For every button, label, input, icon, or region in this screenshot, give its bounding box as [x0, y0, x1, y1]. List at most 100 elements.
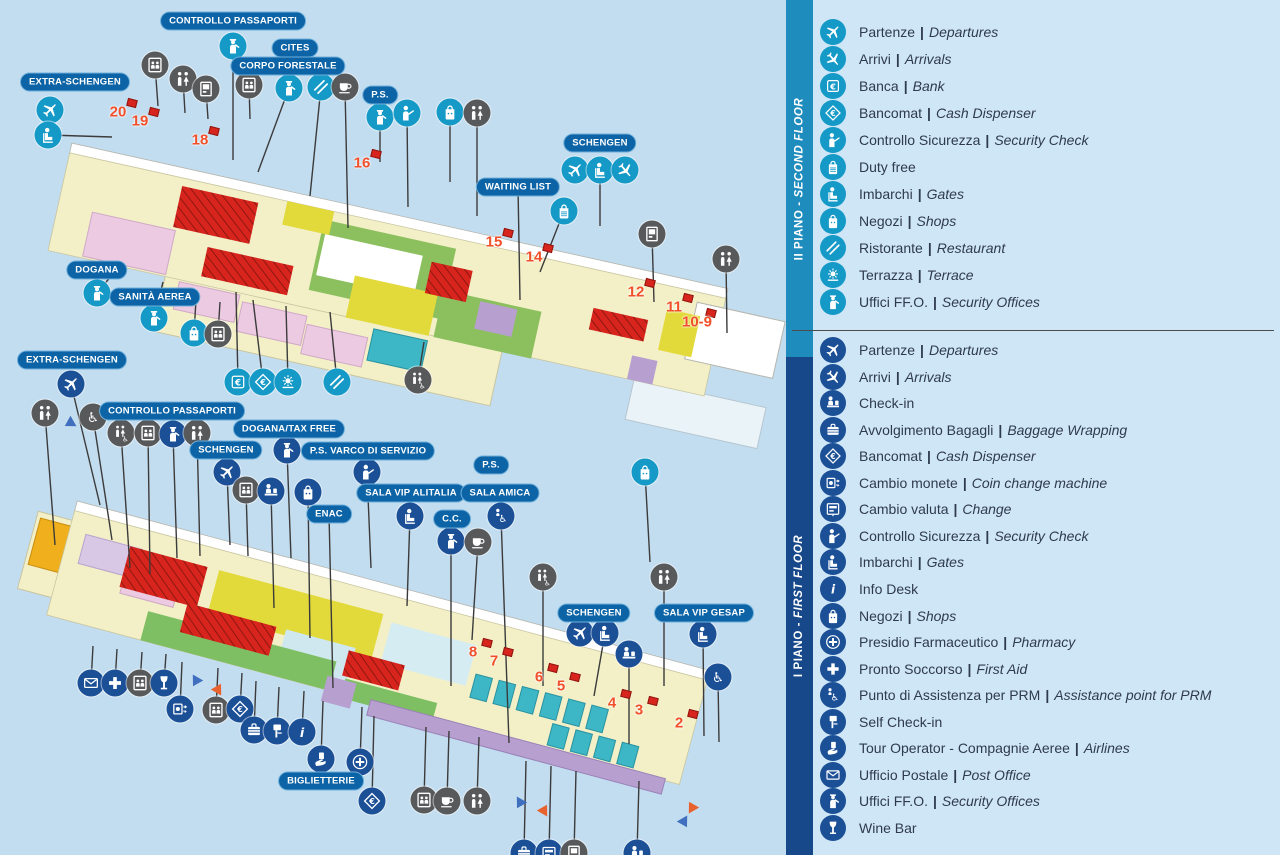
toilets-icon: [712, 245, 740, 273]
checkin-icon: [615, 640, 643, 668]
legend-label: Cambio valuta|Change: [859, 501, 1012, 518]
leader-line: [517, 186, 521, 301]
plane-up-icon: [57, 370, 85, 398]
map-label-schengen: SCHENGEN: [557, 603, 631, 623]
gates-icon: [591, 619, 619, 647]
firstaid-icon: [101, 669, 129, 697]
svg-text:i: i: [300, 725, 305, 740]
svg-text:€: €: [368, 797, 375, 806]
gate-number-2: 2: [674, 714, 684, 732]
floor-bar-second-floor: II PIANO - SECOND FLOOR: [786, 0, 813, 359]
svg-text:♿: ♿: [831, 693, 839, 704]
legend-row-banca: €Banca|Bank: [820, 73, 945, 99]
gate-number-19: 19: [131, 112, 149, 130]
police-icon: [219, 32, 247, 60]
plane-up-icon: [820, 19, 846, 45]
toilets-icon: [463, 99, 491, 127]
leader-line: [270, 490, 275, 609]
security-icon: [820, 522, 846, 549]
bagwrap-icon: [820, 416, 846, 443]
lift-icon: [202, 696, 230, 724]
vending-icon: [560, 839, 588, 855]
map-label-p-s: P.S.: [473, 455, 509, 475]
shops-icon: [631, 458, 659, 486]
gate-number-14: 14: [525, 248, 543, 266]
security-icon: [393, 99, 421, 127]
legend-row-duty-free: Duty free: [820, 154, 916, 180]
legend-row-partenze: Partenze|Departures: [820, 337, 998, 363]
gates-icon: [586, 156, 614, 184]
legend-row-ufficio-postale: Ufficio Postale|Post Office: [820, 761, 1031, 788]
legend-row-terrazza: Terrazza|Terrace: [820, 262, 974, 288]
plane-down-icon: [820, 363, 846, 390]
legend-label: Arrivi|Arrivals: [859, 368, 952, 385]
second-floor-building: [47, 142, 786, 450]
legend-divider: [792, 330, 1274, 331]
checkin-icon: [257, 477, 285, 505]
leader-line: [70, 383, 101, 506]
svg-text:♿: ♿: [87, 411, 99, 426]
legend-label: Imbarchi|Gates: [859, 186, 964, 202]
leader-line: [120, 432, 131, 569]
legend-row-bancomat: €Bancomat|Cash Dispenser: [820, 100, 1036, 126]
gate-number-4: 4: [607, 694, 617, 712]
legend-row-bancomat: €Bancomat|Cash Dispenser: [820, 443, 1036, 470]
toilets-icon: [169, 65, 197, 93]
floor-bar-second-label: II PIANO - SECOND FLOOR: [793, 97, 806, 260]
restaurant-icon: [323, 368, 351, 396]
map-label-biglietterie: BIGLIETTERIE: [278, 771, 364, 791]
leader-line: [92, 416, 113, 541]
first-floor-building: [16, 500, 711, 795]
winebar-icon: [150, 669, 178, 697]
map-label-extra-schengen: EXTRA-SCHENGEN: [16, 350, 128, 370]
legend-row-pronto-soccorso: Pronto Soccorso|First Aid: [820, 655, 1027, 682]
postoffice-icon: [820, 761, 846, 788]
plane-up-icon: [561, 156, 589, 184]
legend-label: Info Desk: [859, 580, 919, 597]
bank-icon: €: [820, 73, 846, 99]
floor-bar-first-floor: I PIANO - FIRST FLOOR: [786, 357, 813, 855]
leader-line: [147, 432, 151, 575]
svg-text:€: €: [829, 81, 836, 91]
gates-icon: [820, 549, 846, 576]
legend-label: Partenze|Departures: [859, 342, 999, 358]
legend-label: Tour Operator - Compagnie Aeree|Airlines: [859, 740, 1130, 757]
lift-icon: [204, 320, 232, 348]
leader-line: [548, 765, 552, 854]
gates-icon: [34, 121, 62, 149]
map-label-sala-amica: SALA AMICA: [460, 483, 540, 503]
toilets-acc-icon: ♿: [404, 366, 432, 394]
info-icon: i: [288, 718, 316, 746]
plane-up-icon: [566, 619, 594, 647]
leader-line: [235, 291, 239, 383]
legend-row-partenze: Partenze|Departures: [820, 19, 998, 45]
legend-row-self-check-in: Self Check-in: [820, 708, 942, 735]
gate-number-7: 7: [489, 652, 499, 670]
bancomat-icon: €: [820, 443, 846, 470]
legend-row-uffici-ff-o: Uffici FF.O.|Security Offices: [820, 289, 1040, 315]
security-icon: [353, 458, 381, 486]
svg-text:€: €: [829, 452, 835, 461]
lift-icon: [232, 476, 260, 504]
cashchange-icon: [820, 496, 846, 523]
gate-number-18: 18: [191, 131, 209, 149]
coinchange-icon: [820, 469, 846, 496]
legend-row-arrivi: Arrivi|Arrivals: [820, 363, 952, 390]
assist-icon: ♿: [820, 682, 846, 709]
police-icon: [275, 74, 303, 102]
legend-row-controllo-sicurezza: Controllo Sicurezza|Security Check: [820, 127, 1088, 153]
checkin-icon: [623, 839, 651, 855]
bank-icon: €: [224, 368, 252, 396]
bagwrap-icon: [240, 716, 268, 744]
gate-number-20: 20: [109, 103, 127, 121]
gates-icon: [689, 620, 717, 648]
legend-label: Controllo Sicurezza|Security Check: [859, 132, 1089, 148]
assist-icon: ♿: [487, 502, 515, 530]
security-icon: [820, 127, 846, 153]
svg-text:€: €: [236, 705, 243, 714]
legend-row-arrivi: Arrivi|Arrivals: [820, 46, 951, 72]
map-label-sala-vip-gesap: SALA VIP GESAP: [654, 603, 754, 623]
legend-label: Partenze|Departures: [859, 24, 999, 40]
postoffice-icon: [77, 669, 105, 697]
